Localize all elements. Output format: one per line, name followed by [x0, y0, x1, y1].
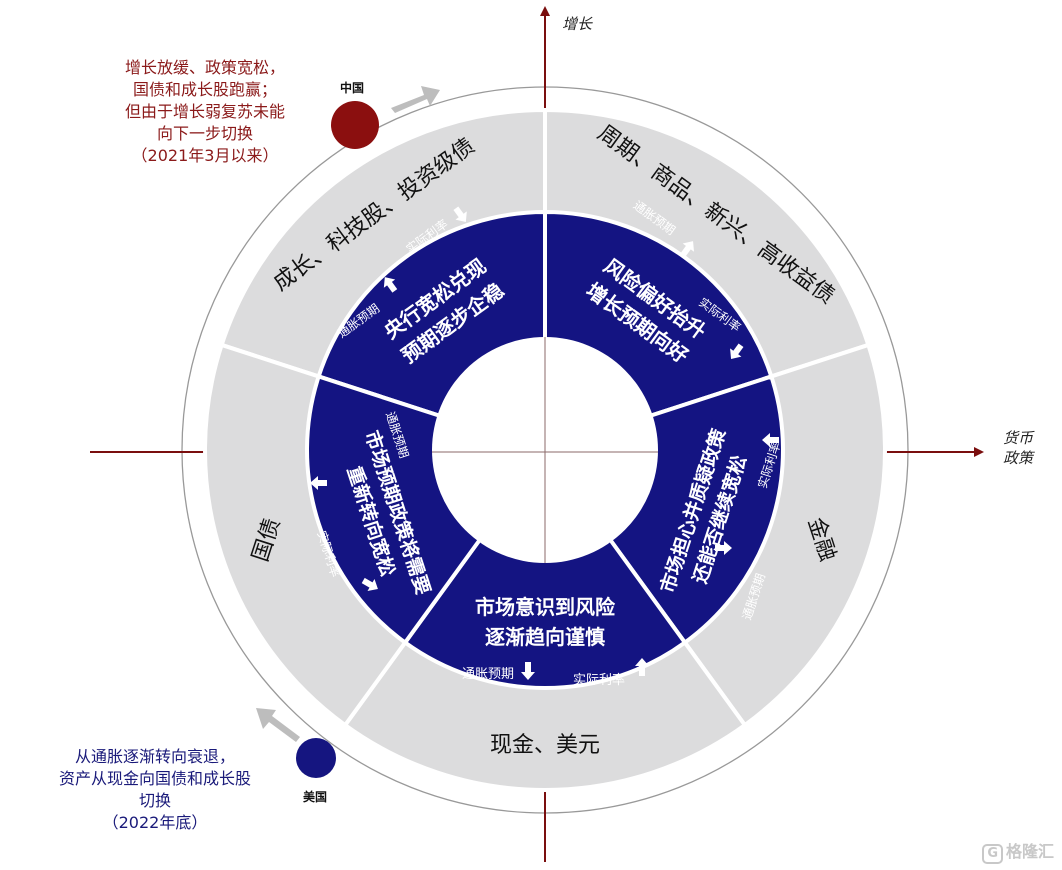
- usa-note-line: （2022年底）: [102, 813, 208, 832]
- usa-marker-label: 美国: [303, 789, 327, 804]
- china-note-line: （2021年3月以来）: [131, 146, 279, 165]
- inner-b-ind2: 实际利率: [573, 672, 625, 688]
- usa-note-line: 从通胀逐渐转向衰退，: [74, 747, 235, 766]
- arrow-down-icon: [361, 577, 378, 592]
- arrow-up-icon: [762, 433, 779, 447]
- inner-right-arrows: [715, 433, 779, 555]
- china-note-line: 向下一步切换: [156, 124, 253, 143]
- watermark-text: 格隆汇: [1005, 842, 1054, 861]
- monetary-axis-label-line2: 政策: [1003, 449, 1034, 467]
- arrow-down-icon: [730, 343, 744, 359]
- inner-b-ind1: 通胀预期: [462, 667, 514, 682]
- china-note: 增长放缓、政策宽松， 国债和成长股跑赢； 但由于增长弱复苏未能 向下一步切换 （…: [95, 57, 315, 167]
- usa-note-line: 切换: [138, 791, 171, 810]
- monetary-axis-label: 货币 政策: [1003, 428, 1033, 468]
- china-marker-label: 中国: [340, 80, 364, 95]
- arrow-down-icon: [521, 662, 535, 680]
- usa-note-line: 资产从现金向国债和成长股: [58, 769, 251, 788]
- watermark-logo-icon: G: [982, 844, 1003, 864]
- arrow-up-icon: [635, 658, 649, 676]
- inner-b-line2: 逐渐趋向谨慎: [485, 625, 605, 649]
- china-note-line: 但由于增长弱复苏未能: [124, 102, 285, 121]
- inner-b-line1: 市场意识到风险: [475, 595, 616, 619]
- china-marker: [331, 101, 379, 149]
- arrow-down-icon: [453, 206, 467, 222]
- china-note-line: 国债和成长股跑赢；: [132, 80, 277, 99]
- inner-left-arrows: [310, 476, 378, 592]
- inner-segment-bottom: 市场意识到风险 逐渐趋向谨慎 通胀预期 实际利率: [462, 595, 649, 688]
- usa-direction-arrow: [256, 708, 300, 742]
- arrow-up-icon: [715, 541, 732, 555]
- usa-marker: [296, 738, 336, 778]
- growth-axis-label: 增长: [562, 15, 593, 33]
- outer-label-bottom: 现金、美元: [490, 733, 600, 758]
- monetary-axis-label-line1: 货币: [1003, 429, 1034, 447]
- arrow-up-icon: [680, 241, 695, 257]
- china-direction-arrow: [391, 86, 440, 113]
- arrow-up-icon: [310, 476, 327, 490]
- china-note-line: 增长放缓、政策宽松，: [124, 58, 285, 77]
- arrow-up-icon: [383, 277, 398, 293]
- usa-note: 从通胀逐渐转向衰退， 资产从现金向国债和成长股 切换 （2022年底）: [30, 746, 280, 834]
